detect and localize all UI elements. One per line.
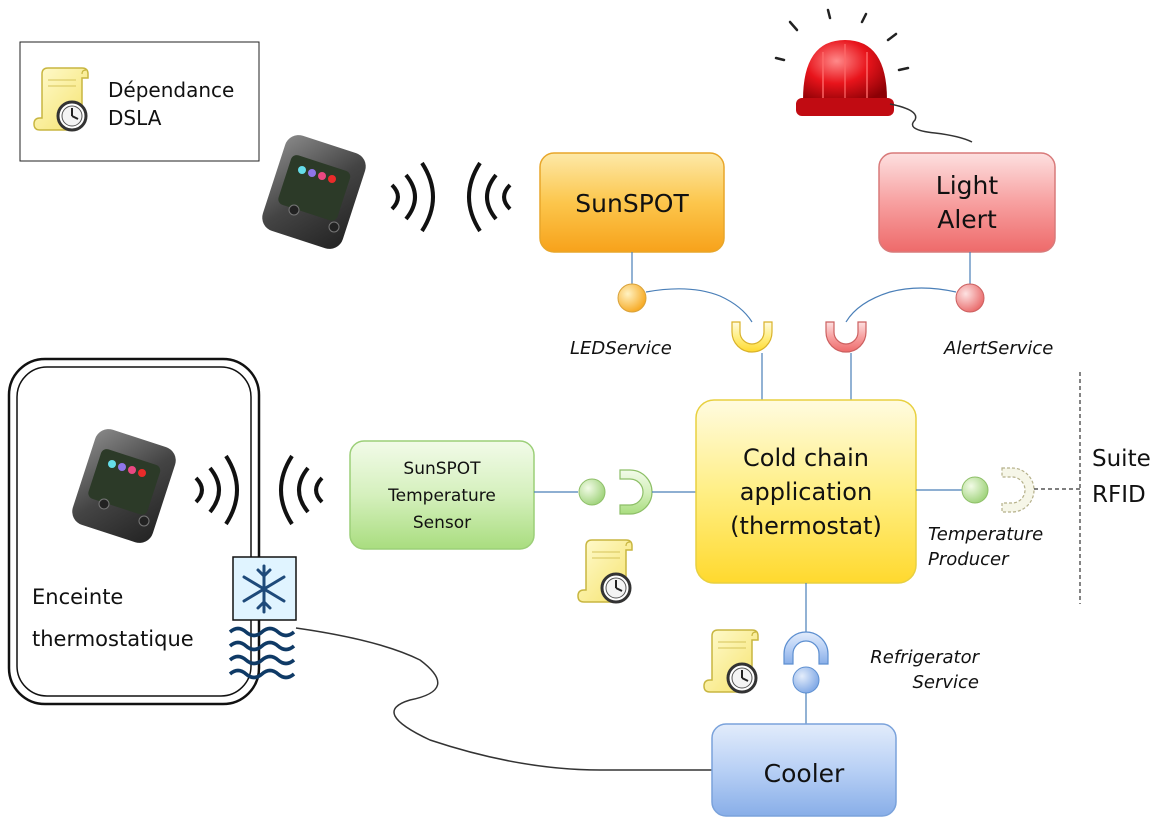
alert-service-provided-port: [955, 283, 985, 313]
led-service-label: LEDService: [570, 338, 672, 359]
dsla-scroll-temperature-icon: [576, 538, 634, 604]
alert-service-required-socket: [825, 321, 867, 353]
suite-rfid-label-line1: Suite: [1092, 446, 1151, 472]
refrigerator-service-label-line2: Service: [912, 672, 979, 693]
cold-chain-label-line1: Cold chain: [743, 444, 869, 472]
snowflake-cooling-icon: [228, 556, 297, 680]
alarm-siren-icon: [774, 8, 973, 143]
rfid-suite-dashed-socket: [1001, 467, 1035, 513]
refrigerator-service-label-line1: Refrigerator: [870, 647, 980, 668]
temperature-producer-port: [961, 476, 989, 504]
light-alert-label-line1: Light: [936, 171, 999, 200]
temperature-required-socket: [619, 469, 653, 515]
cold-chain-application-component: Cold chain application (thermostat): [695, 399, 917, 584]
temp-sensor-label-line3: Sensor: [413, 513, 471, 533]
cooler-label: Cooler: [764, 759, 845, 788]
sunspot-component: SunSPOT: [539, 152, 725, 253]
radio-waves-out-icon: [390, 161, 435, 233]
refrigerator-service-required-socket: [783, 631, 829, 665]
light-alert-component: Light Alert: [878, 152, 1056, 253]
led-service-required-socket: [731, 321, 773, 353]
radio-waves-in-icon: [467, 161, 512, 233]
led-service-provided-port: [617, 283, 647, 313]
legend-label-dependance: Dépendance: [108, 78, 234, 102]
dsla-scroll-refrigerator-icon: [702, 628, 760, 694]
sunspot-label: SunSPOT: [575, 189, 689, 218]
legend: Dépendance DSLA: [19, 41, 260, 162]
suite-rfid-label-line2: RFID: [1092, 482, 1146, 508]
legend-label-dsla: DSLA: [108, 106, 162, 130]
light-alert-label-line2: Alert: [937, 205, 997, 234]
dsla-scroll-icon: [32, 66, 90, 132]
sunspot-device-icon: [258, 130, 370, 254]
temp-sensor-label-line2: Temperature: [387, 486, 496, 506]
temperature-producer-label-line2: Producer: [928, 549, 1010, 570]
radio-waves-in-enclosure-icon: [279, 454, 324, 526]
enclosure-label-line1: Enceinte: [32, 585, 123, 609]
temperature-provided-port: [578, 478, 606, 506]
enclosure-label-line2: thermostatique: [32, 627, 194, 651]
cooler-component: Cooler: [711, 723, 897, 817]
alert-service-label: AlertService: [943, 338, 1053, 359]
refrigerator-service-provided-port: [792, 666, 820, 694]
temperature-sensor-component: SunSPOT Temperature Sensor: [349, 440, 535, 550]
temp-sensor-label-line1: SunSPOT: [403, 459, 481, 479]
cold-chain-label-line3: (thermostat): [730, 512, 882, 540]
cold-chain-label-line2: application: [740, 478, 872, 506]
temperature-producer-label-line1: Temperature: [928, 524, 1043, 545]
